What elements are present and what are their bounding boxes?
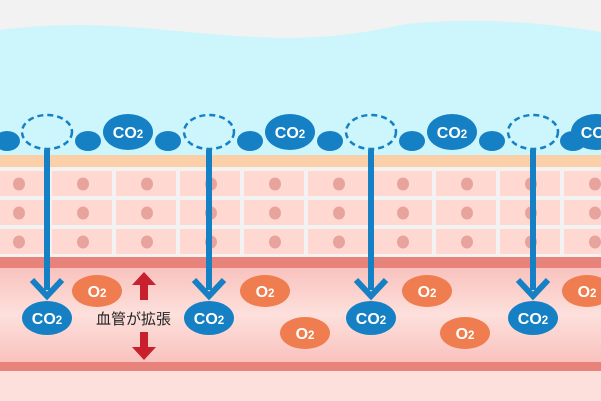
diffusion-arrow-shaft (368, 150, 374, 290)
cell-nucleus (589, 177, 601, 191)
co2-label: CO2 (518, 311, 548, 328)
arrow-down-icon (353, 277, 389, 301)
vessel-wall-top (0, 257, 601, 268)
arrow-down-icon (29, 277, 65, 301)
co2-molecule (571, 114, 601, 150)
o2-label: O2 (88, 284, 107, 301)
empty-co2-slot (182, 113, 236, 151)
cell-nucleus (461, 177, 473, 191)
cell-nucleus (333, 235, 345, 249)
epithelial-cell (0, 131, 20, 151)
co2-label: CO2 (275, 125, 305, 142)
cell-nucleus (77, 235, 89, 249)
epithelial-cell (399, 131, 425, 151)
diffusion-arrow-shaft (206, 150, 212, 290)
o2-label: O2 (256, 284, 275, 301)
cell-nucleus (269, 235, 281, 249)
epithelial-cell (75, 131, 101, 151)
vasodilation-indicator: 血管が拡張 (96, 272, 171, 360)
alveolar-layer: CO2 CO2 CO2 CO2 (0, 113, 601, 151)
cell-nucleus (589, 206, 601, 220)
cell-nucleus (269, 177, 281, 191)
o2-label: O2 (418, 284, 437, 301)
co2-molecule (265, 114, 315, 150)
epithelial-cell (237, 131, 263, 151)
diffusion-arrow-shaft (44, 150, 50, 290)
cell-nucleus (461, 206, 473, 220)
cell-nucleus (397, 177, 409, 191)
arrow-up-icon (132, 272, 156, 300)
arrow-down-icon (191, 277, 227, 301)
o2-molecule (440, 317, 490, 349)
cell-nucleus (333, 177, 345, 191)
co2-molecule (103, 114, 153, 150)
co2-label: CO2 (581, 125, 601, 142)
epithelial-cell (317, 131, 343, 151)
empty-co2-slot (506, 113, 560, 151)
o2-label: O2 (456, 326, 475, 343)
cell-nucleus (13, 235, 25, 249)
co2-label: CO2 (32, 311, 62, 328)
epithelial-cell (479, 131, 505, 151)
diffusion-arrows (29, 150, 551, 301)
o2-molecule (562, 275, 601, 307)
co2-label: CO2 (194, 311, 224, 328)
cell-nucleus (141, 206, 153, 220)
tissue-cells (0, 167, 601, 257)
cell-nucleus (141, 177, 153, 191)
epithelial-cell (155, 131, 181, 151)
o2-molecule (240, 275, 290, 307)
cell-nucleus (13, 177, 25, 191)
co2-molecule (508, 301, 558, 335)
cell-nucleus (461, 235, 473, 249)
cell-nucleus (589, 235, 601, 249)
co2-label: CO2 (356, 311, 386, 328)
empty-co2-slot (20, 113, 74, 151)
co2-molecule (346, 301, 396, 335)
o2-molecule (402, 275, 452, 307)
cell-nucleus (77, 206, 89, 220)
membrane-layer (0, 155, 601, 167)
cell-nucleus (13, 206, 25, 220)
co2-molecule (427, 114, 477, 150)
cell-nucleus (397, 235, 409, 249)
o2-molecule (280, 317, 330, 349)
cell-nucleus (141, 235, 153, 249)
diffusion-arrow-shaft (530, 150, 536, 290)
cell-nucleus (397, 206, 409, 220)
empty-co2-slot (344, 113, 398, 151)
co2-molecule (22, 301, 72, 335)
cell-nucleus (269, 206, 281, 220)
arrow-down-icon (515, 277, 551, 301)
o2-molecule (72, 275, 122, 307)
cell-nucleus (77, 177, 89, 191)
o2-label: O2 (578, 284, 597, 301)
vasodilation-label: 血管が拡張 (96, 310, 171, 328)
arrow-down-icon (132, 332, 156, 360)
co2-molecule (184, 301, 234, 335)
co2-label: CO2 (437, 125, 467, 142)
cell-nucleus (333, 206, 345, 220)
lower-tissue (0, 371, 601, 401)
co2-label: CO2 (113, 125, 143, 142)
o2-label: O2 (296, 326, 315, 343)
vessel-wall-bottom (0, 362, 601, 371)
